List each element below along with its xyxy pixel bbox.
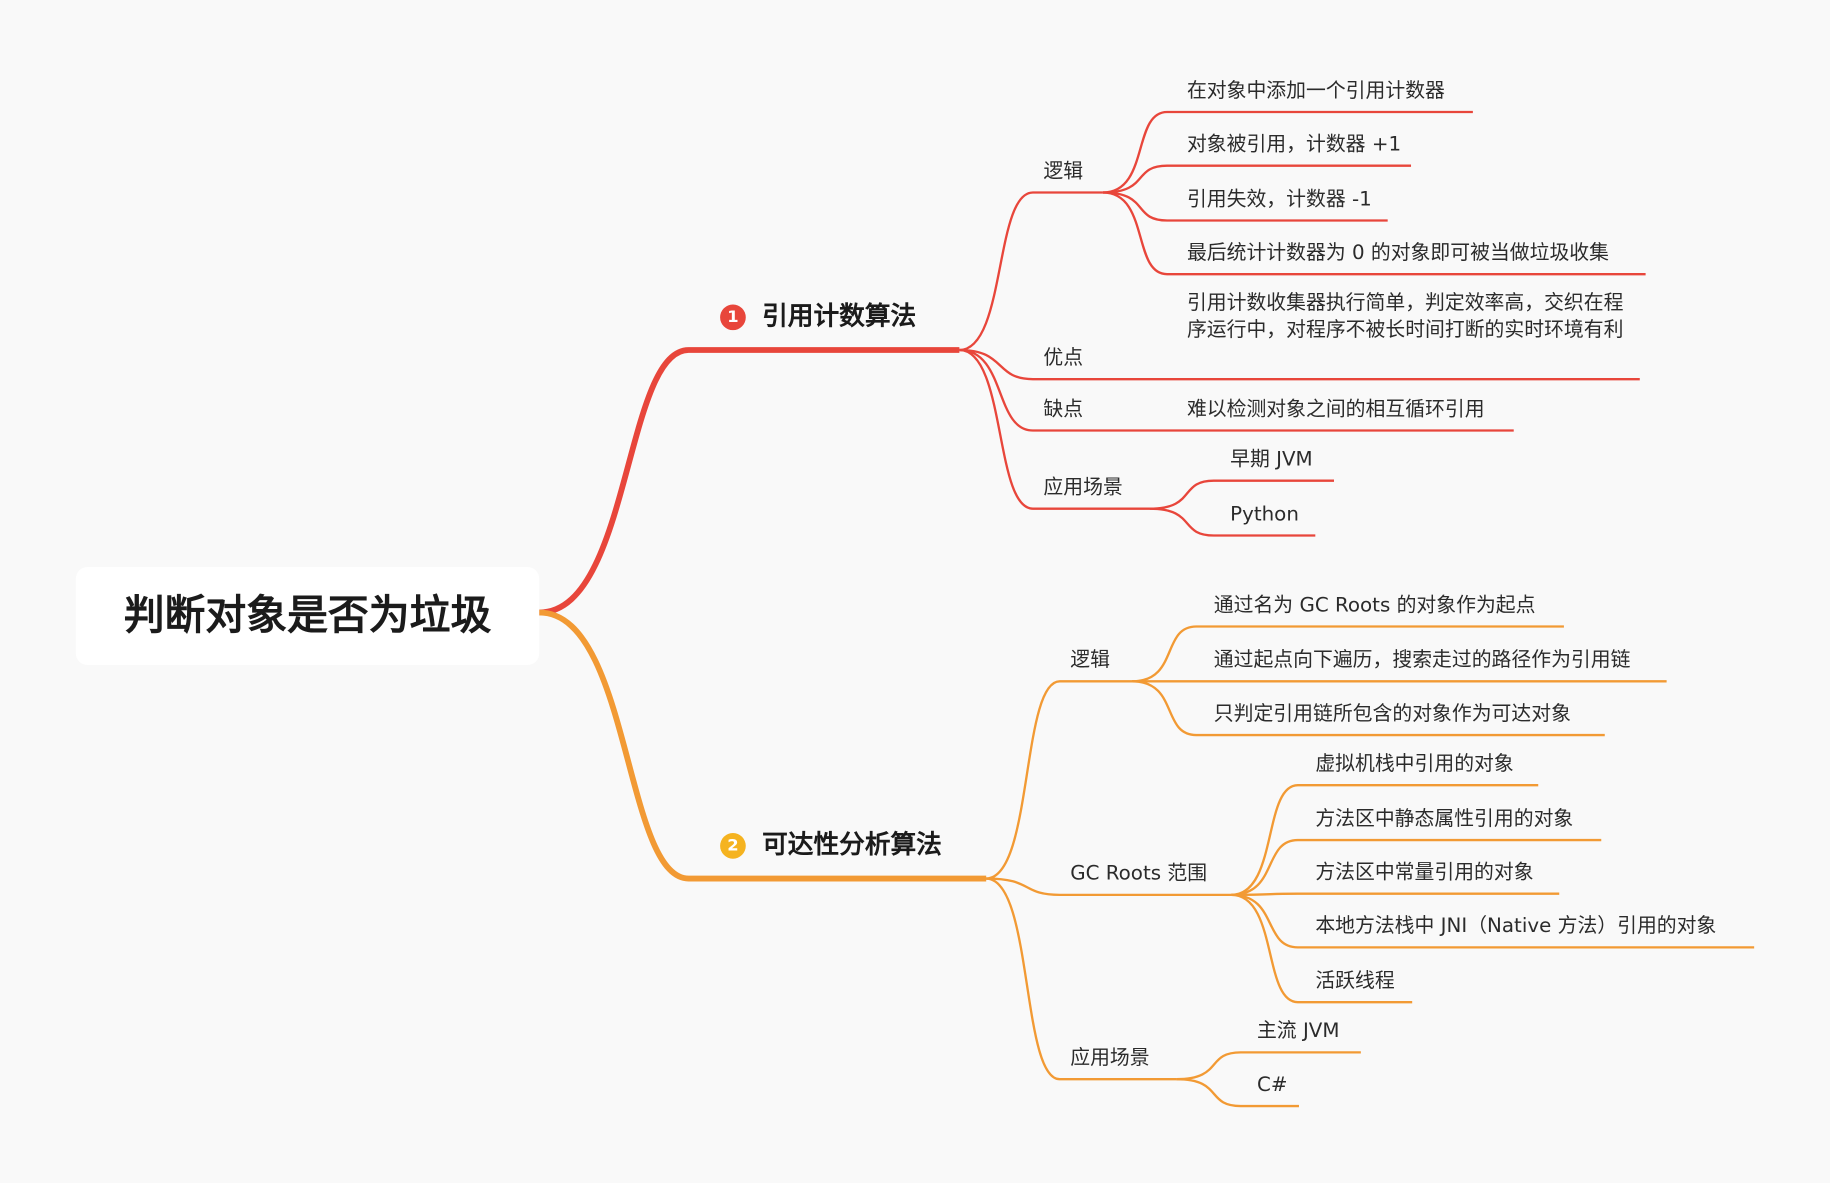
node-logic[interactable]: 逻辑: [1070, 648, 1110, 673]
number-2-icon: 2: [720, 833, 746, 859]
root-node[interactable]: [75, 567, 540, 666]
leaf-mainstream-jvm[interactable]: 主流 JVM: [1256, 1019, 1340, 1044]
leaf-early-jvm[interactable]: 早期 JVM: [1230, 448, 1313, 472]
branch-title: 可达性分析算法: [762, 830, 942, 860]
number-1-icon: 1: [720, 304, 746, 331]
leaf-native-stack[interactable]: 本地方法栈中 JNI（Native 方法）引用的对象: [1315, 914, 1717, 939]
node-gc-roots-scope[interactable]: GC Roots 范围: [1070, 862, 1208, 886]
leaf-collect-zero[interactable]: 最后统计计数器为 0 的对象即可被当做垃圾收集: [1186, 241, 1609, 265]
node-pros[interactable]: 优点: [1043, 346, 1084, 370]
leaf-cons-text[interactable]: 难以检测对象之间的相互循环引用: [1186, 397, 1485, 422]
leaf-counter-decrement[interactable]: 引用失效，计数器 -1: [1186, 187, 1372, 212]
leaf-python[interactable]: Python: [1230, 502, 1299, 527]
branch-reachability-analysis[interactable]: 2 可达性分析算法: [720, 828, 942, 863]
leaf-reachable-objects[interactable]: 只判定引用链所包含的对象作为可达对象: [1213, 702, 1571, 726]
node-logic[interactable]: 逻辑: [1043, 159, 1084, 184]
node-usage[interactable]: 应用场景: [1070, 1046, 1150, 1070]
branch-reference-counting[interactable]: 1 引用计数算法: [720, 300, 916, 335]
leaf-csharp[interactable]: C#: [1256, 1073, 1288, 1097]
leaf-vm-stack[interactable]: 虚拟机栈中引用的对象: [1315, 752, 1514, 776]
leaf-counter-increment[interactable]: 对象被引用，计数器 +1: [1186, 133, 1402, 157]
node-usage[interactable]: 应用场景: [1043, 476, 1123, 500]
leaf-gc-roots-start[interactable]: 通过名为 GC Roots 的对象作为起点: [1213, 593, 1536, 618]
branch-title: 引用计数算法: [762, 302, 917, 332]
node-cons[interactable]: 缺点: [1043, 397, 1084, 422]
leaf-active-threads[interactable]: 活跃线程: [1315, 969, 1395, 993]
root-title: 判断对象是否为垃圾: [123, 592, 492, 640]
leaf-traverse-chain[interactable]: 通过起点向下遍历，搜索走过的路径作为引用链: [1213, 648, 1631, 673]
leaf-add-counter[interactable]: 在对象中添加一个引用计数器: [1186, 79, 1445, 103]
leaf-pros-text[interactable]: 引用计数收集器执行简单，判定效率高，交织在程序运行中，对程序不被长时间打断的实时…: [1186, 291, 1624, 342]
leaf-static-fields[interactable]: 方法区中静态属性引用的对象: [1315, 807, 1574, 831]
leaf-constants[interactable]: 方法区中常量引用的对象: [1315, 861, 1534, 885]
